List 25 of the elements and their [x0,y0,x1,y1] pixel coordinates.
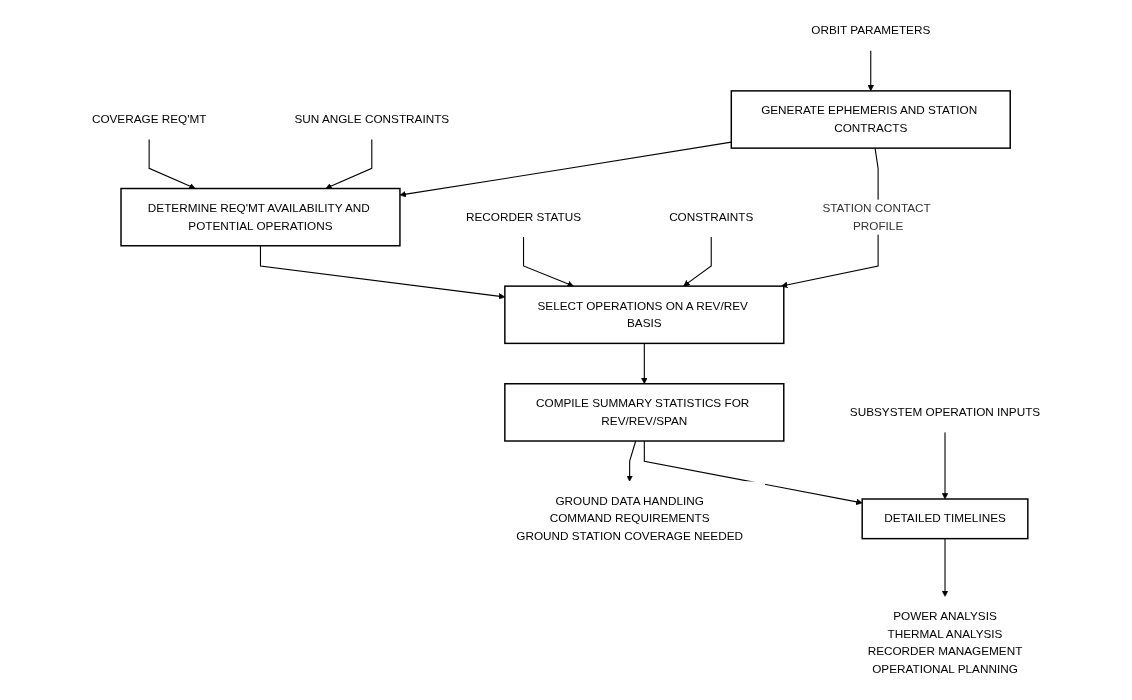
arrow [522,236,574,287]
node-text: SUBSYSTEM OPERATION INPUTS [849,405,1041,419]
node-text: ORBIT PARAMETERS [811,24,931,37]
node-box: COMPILE SUMMARY STATISTICS FOR REV/REV/SPAN [504,383,785,442]
arrow [641,342,648,385]
node-box: GENERATE EPHEMERIS AND STATION CONTRACTS [730,90,1011,149]
arrow [325,138,373,190]
node-box: SELECT OPERATIONS ON A REV/REV BASIS [504,285,785,345]
arrow [941,538,949,597]
node-text: POWER ANALYSIS THERMAL ANALYSIS RECORDER MANAGEMENT OPERATIONAL PLANNING [867,609,1023,676]
node-text: GROUND DATA HANDLING COMMAND REQUIREMENTS GROUND STATION COVERAGE NEEDED [516,494,743,543]
edge-label: STATION CONTACT PROFILE [822,201,931,232]
node-text: COVERAGE REQ'MT [91,112,207,126]
arrow [941,431,949,500]
arrow [148,138,196,190]
arrow [867,49,874,92]
node-text: CONSTRAINTS [669,210,754,224]
node-box: DETAILED TIMELINES [861,498,1029,540]
arrow [399,141,732,198]
node-text: RECORDER STATUS [465,210,582,224]
arrow [643,440,863,505]
node-box: DETERMINE REQ'MT AVAILABILITY AND POTENTIAL OPERATIONS [120,187,401,247]
arrow [626,440,637,482]
arrow [683,236,712,287]
node-text: SUN ANGLE CONSTRAINTS [294,112,450,126]
